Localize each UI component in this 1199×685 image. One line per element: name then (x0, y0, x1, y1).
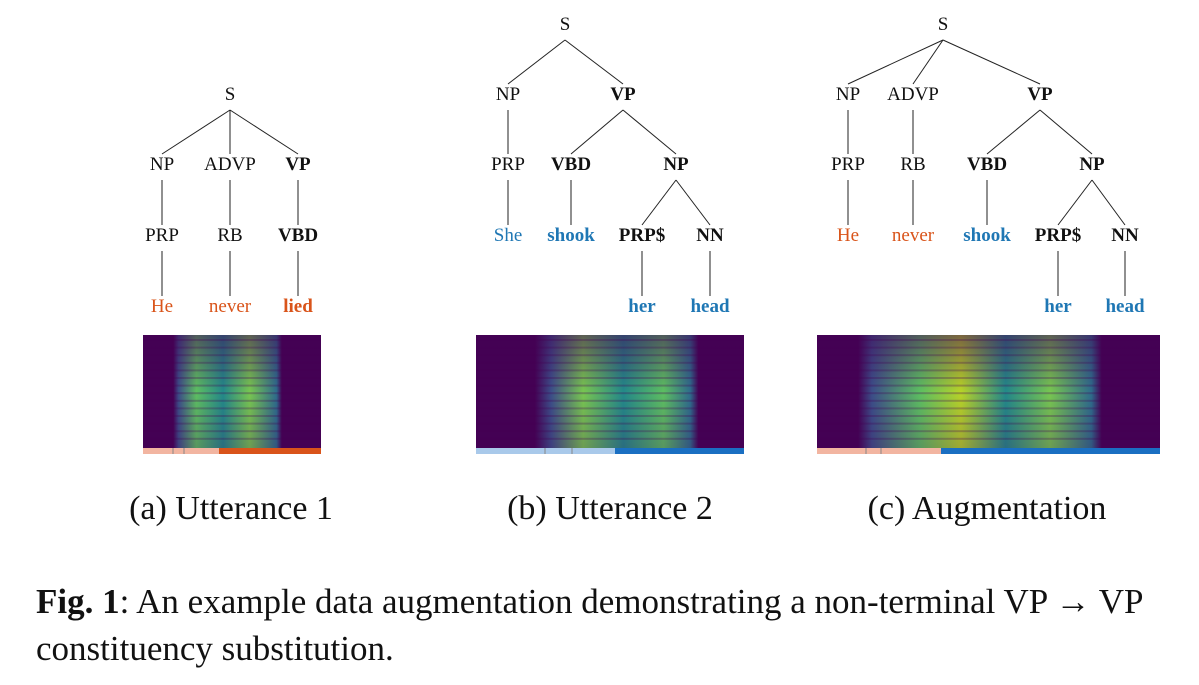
alignment-bar (219, 448, 321, 454)
tree-edge (912, 39, 944, 85)
alignment-bar (615, 448, 744, 454)
tree-edge (1039, 109, 1093, 155)
panel-augmentation: S NP ADVP VP PRP RB VBD NP He never shook PRP$ NN her… (817, 14, 1160, 454)
tree-node: NP (496, 84, 520, 105)
panel-utterance-2: S NP VP PRP VBD NP She shook PRP$ NN her head (476, 14, 744, 454)
tree-word: He (151, 296, 173, 317)
tree-node: NP (1079, 154, 1105, 175)
tree-node: S (938, 14, 949, 35)
tree-edge (1091, 179, 1126, 226)
tree-edge (942, 39, 1041, 85)
tree-word: her (628, 296, 656, 317)
tree-edge (641, 179, 677, 226)
tree-word: shook (963, 225, 1011, 246)
spectrogram-shade (476, 335, 744, 448)
tree-node: VP (610, 84, 636, 105)
tree-edge (507, 39, 566, 85)
tree-node: NN (1111, 225, 1139, 246)
tree-edge (570, 109, 624, 155)
tree-word: He (837, 225, 859, 246)
tree-edge (847, 39, 944, 85)
tree-edge (161, 109, 231, 155)
tree-word: She (494, 225, 523, 246)
tree-word: shook (547, 225, 595, 246)
tree-edge (986, 109, 1041, 155)
alignment-bar (143, 448, 219, 454)
tree-node: PRP (831, 154, 865, 175)
tree-edge (622, 109, 677, 155)
tree-edge (229, 109, 299, 155)
tree-word: never (892, 225, 935, 246)
figure-caption-label: Fig. 1 (36, 582, 120, 621)
tree-edge (1057, 179, 1093, 226)
tree-node: VBD (551, 154, 591, 175)
figure-caption-text: : An example data augmentation demonstra… (36, 582, 1143, 668)
tree-node: VBD (967, 154, 1007, 175)
tree-node: ADVP (887, 84, 939, 105)
tree-word: head (690, 296, 730, 317)
tree-node: RB (217, 225, 242, 246)
alignment-bar (817, 448, 941, 454)
tree-edge (675, 179, 711, 226)
tree-node: VP (1027, 84, 1053, 105)
panel-a-caption: (a) Utterance 1 (129, 490, 333, 527)
tree-word: lied (283, 296, 313, 317)
tree-node: NN (696, 225, 724, 246)
tree-node: RB (900, 154, 925, 175)
figure-caption: Fig. 1: An example data augmentation dem… (36, 578, 1196, 672)
tree-node: VP (285, 154, 311, 175)
spectrogram-shade (817, 335, 1160, 448)
spectrogram-shade (143, 335, 321, 448)
tree-node: NP (836, 84, 860, 105)
tree-node: PRP$ (619, 225, 665, 246)
tree-node: PRP (145, 225, 179, 246)
alignment-bar (941, 448, 1160, 454)
tree-node: ADVP (204, 154, 256, 175)
panel-utterance-1: S NP ADVP VP PRP RB VBD He never lied (143, 84, 321, 454)
tree-word: never (209, 296, 252, 317)
tree-node: NP (663, 154, 689, 175)
panel-b-caption: (b) Utterance 2 (507, 490, 713, 527)
tree-word: head (1105, 296, 1145, 317)
tree-node: S (225, 84, 236, 105)
tree-node: VBD (278, 225, 318, 246)
tree-word: her (1044, 296, 1072, 317)
tree-node: NP (150, 154, 174, 175)
tree-node: PRP (491, 154, 525, 175)
tree-node: S (560, 14, 571, 35)
panel-c-caption: (c) Augmentation (867, 490, 1107, 527)
tree-edge (564, 39, 624, 85)
tree-node: PRP$ (1035, 225, 1081, 246)
